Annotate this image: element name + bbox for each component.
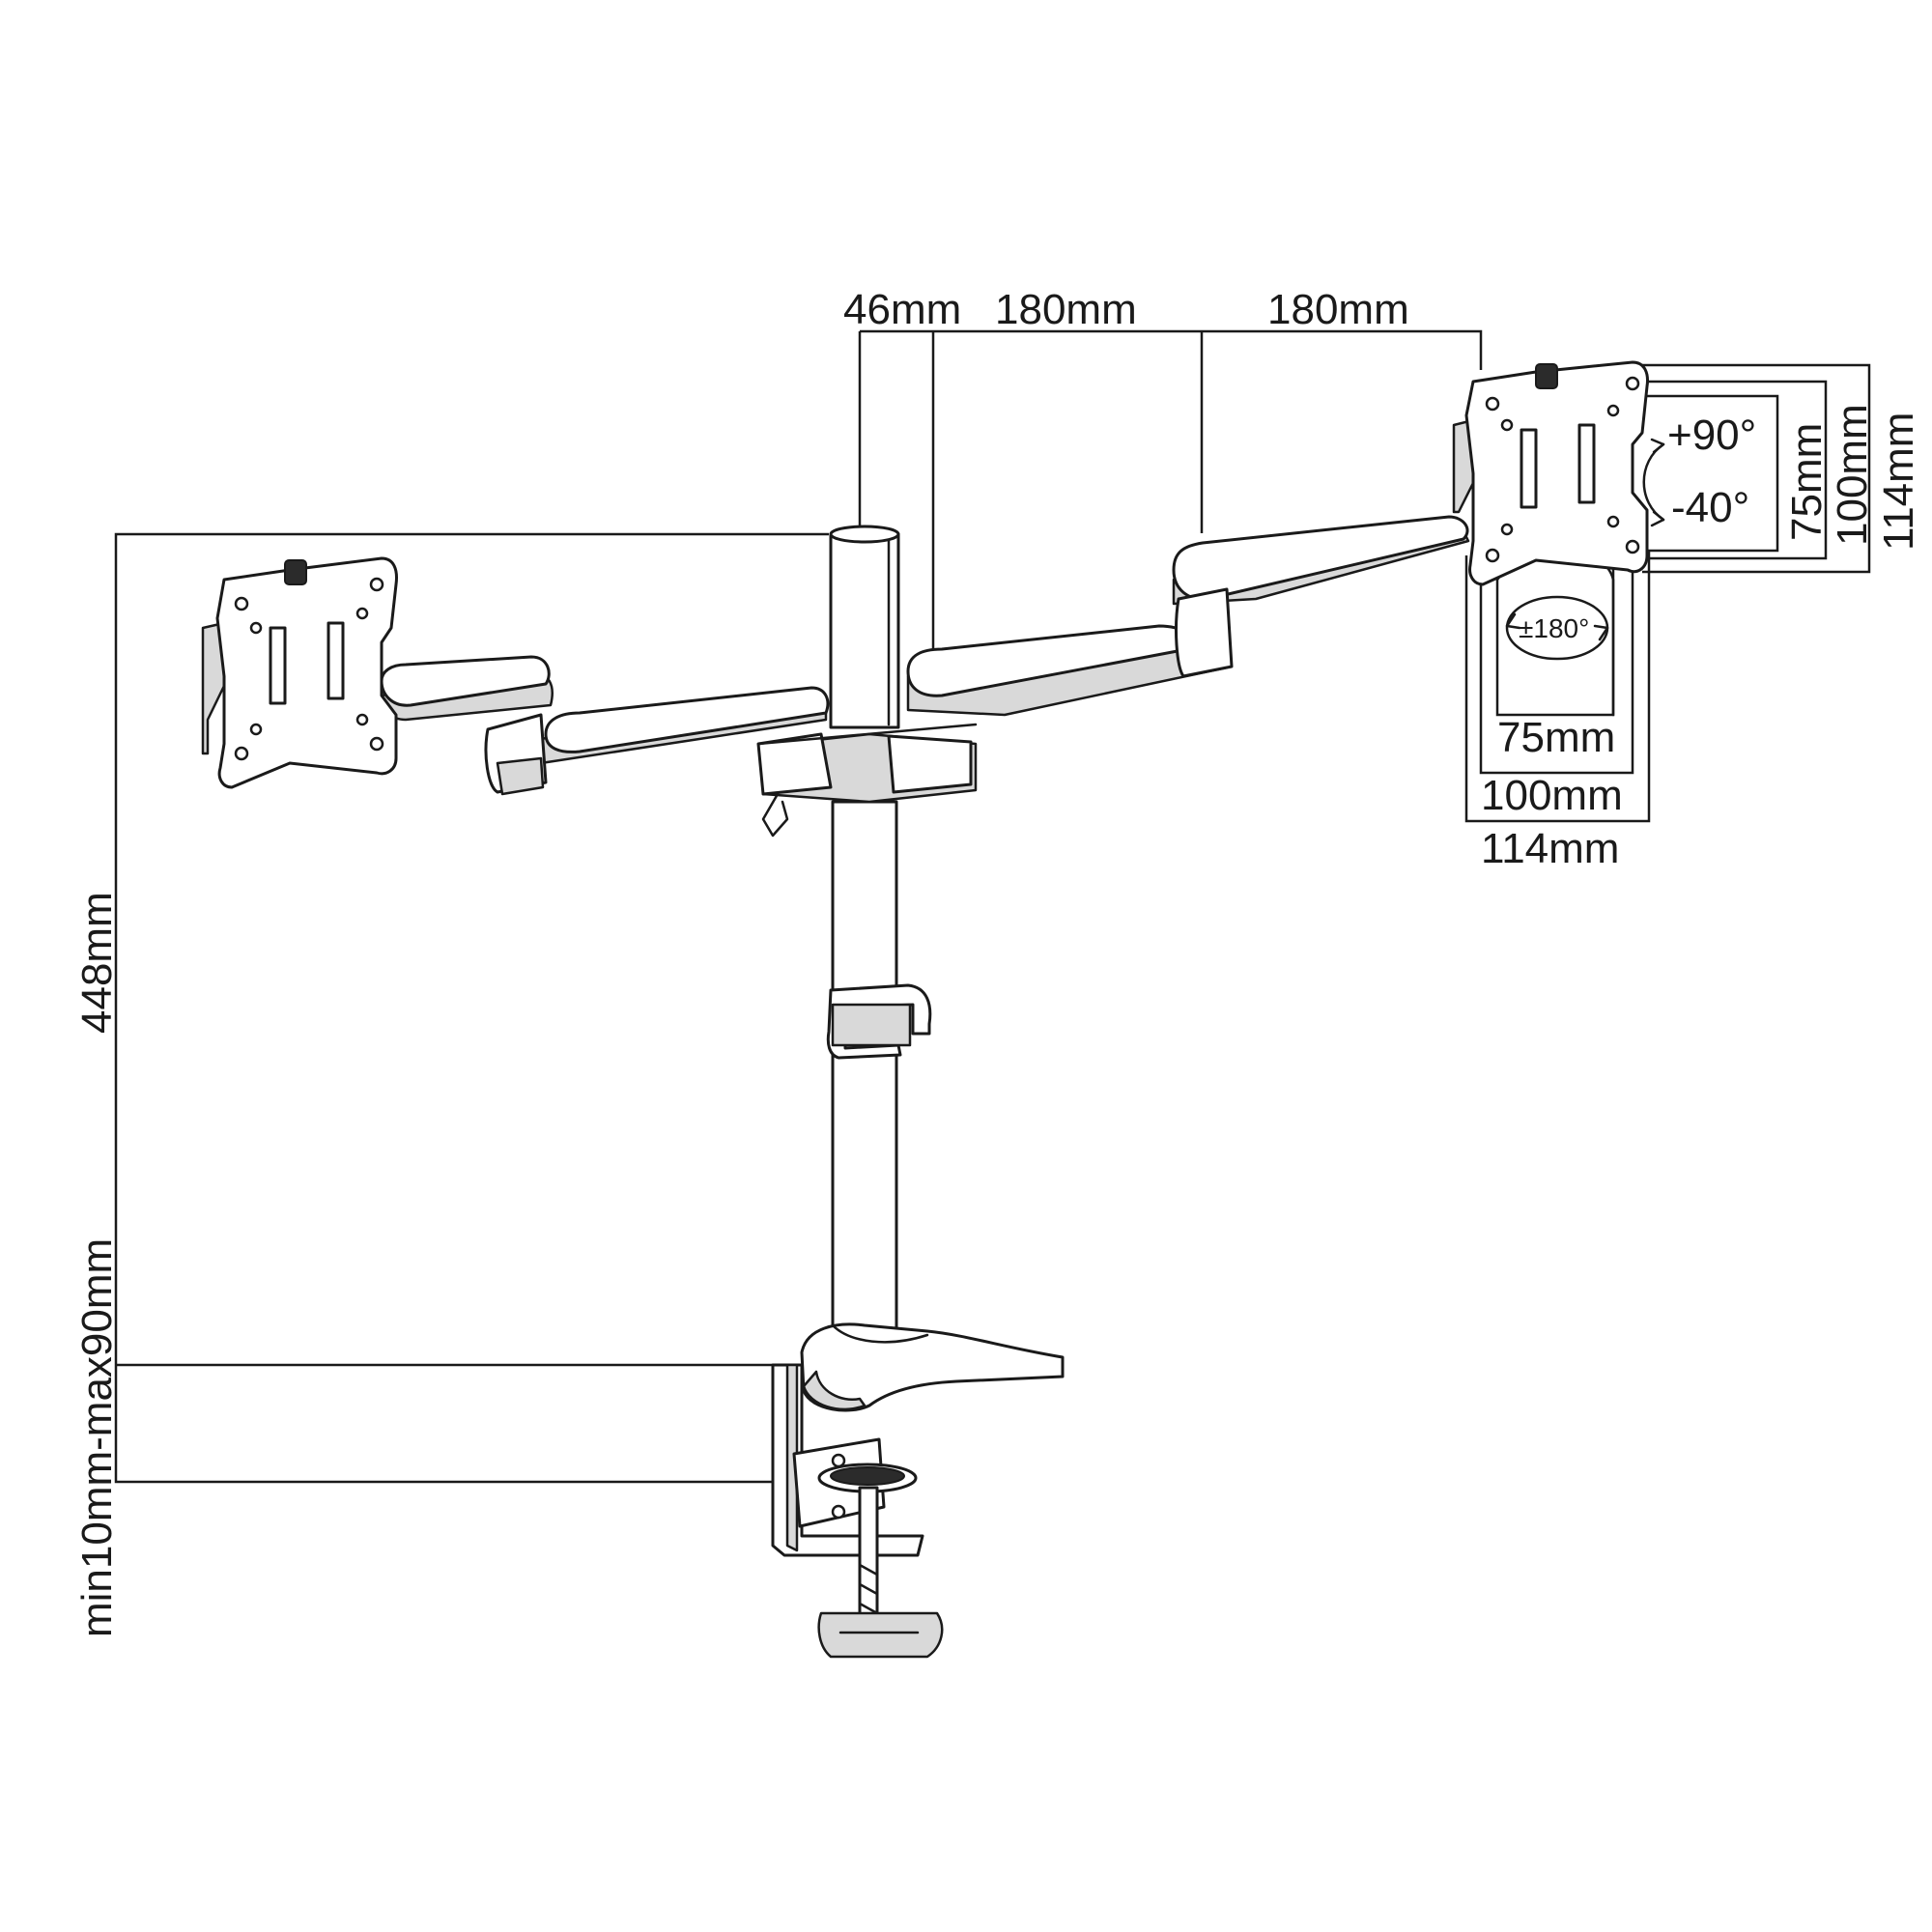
- vesa-horizontal-100-label: 100mm: [1481, 772, 1623, 819]
- vesa-horizontal-75-label: 75mm: [1497, 714, 1615, 761]
- left-arm: [380, 655, 830, 796]
- rotation-label: ±180°: [1519, 613, 1589, 643]
- tilt-up-label: +90°: [1667, 412, 1756, 459]
- pole: [829, 525, 900, 1345]
- vesa-horizontal-114-label: 114mm: [1481, 825, 1619, 872]
- arm-segment-1-label: 180mm: [995, 286, 1137, 333]
- vesa-vertical-114-label: 114mm: [1875, 412, 1922, 551]
- right-arm: [906, 515, 1470, 717]
- pole-height-label: 448mm: [73, 892, 121, 1034]
- right-vesa-plate: [1452, 360, 1649, 586]
- arm-hub: [756, 723, 978, 838]
- arm-segment-2-label: 180mm: [1267, 286, 1409, 333]
- vesa-vertical-100-label: 100mm: [1829, 404, 1876, 546]
- rotation-indicator: [1505, 595, 1609, 661]
- dimension-labels: 46mm 180mm 180mm 448mm min10mm-max90mm 7…: [73, 286, 1922, 1637]
- dimension-lines: [114, 329, 1871, 1484]
- tilt-down-label: -40°: [1671, 484, 1749, 531]
- pole-depth-label: 46mm: [843, 286, 961, 333]
- left-vesa-plate: [201, 556, 398, 789]
- clamp-range-label: min10mm-max90mm: [73, 1238, 121, 1637]
- vesa-vertical-75-label: 75mm: [1783, 423, 1831, 541]
- tilt-indicator: [1642, 438, 1665, 527]
- cable-clip: [826, 983, 932, 1060]
- desk-clamp: [771, 1322, 1065, 1659]
